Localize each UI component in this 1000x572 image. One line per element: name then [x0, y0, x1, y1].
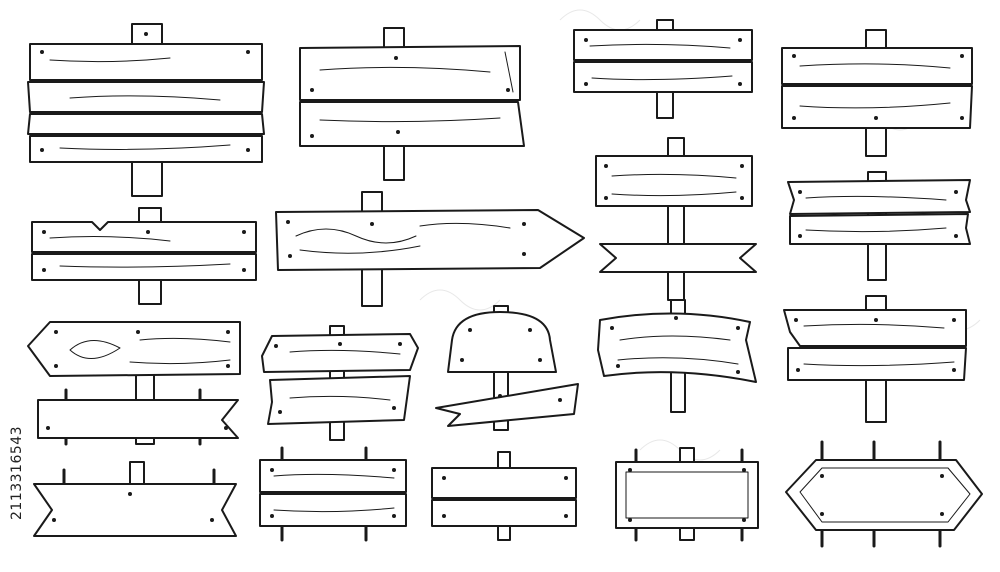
sign-stacked-planks-bottom: [431, 451, 577, 541]
sign-frame-board-bottom: [615, 447, 759, 542]
sign-notched-board-left: [31, 207, 257, 305]
sign-broken-board-right: [787, 171, 971, 281]
sign-split-arrows: [261, 325, 419, 441]
sign-two-plank-bottom: [259, 446, 407, 542]
sign-double-arrow-bottom: [785, 440, 983, 548]
sign-two-plank-right-top: [781, 29, 973, 157]
stock-id-watermark: 2113316543: [9, 426, 25, 520]
sign-arrow-left-with-banner: [27, 321, 241, 446]
sign-chevron-banner: [33, 461, 237, 537]
stock-id-text: 2113316543: [9, 426, 25, 520]
sign-rough-board-top-center: [299, 27, 525, 181]
sign-curved-banner: [597, 299, 757, 413]
sign-long-arrow-right: [275, 191, 585, 307]
sign-board-with-ribbon: [595, 137, 757, 301]
sign-cracked-two-plank: [783, 295, 967, 423]
sign-two-plank-top: [573, 19, 753, 119]
sign-three-plank-left-top: [27, 23, 265, 197]
sign-rounded-top-with-flag: [435, 305, 579, 431]
